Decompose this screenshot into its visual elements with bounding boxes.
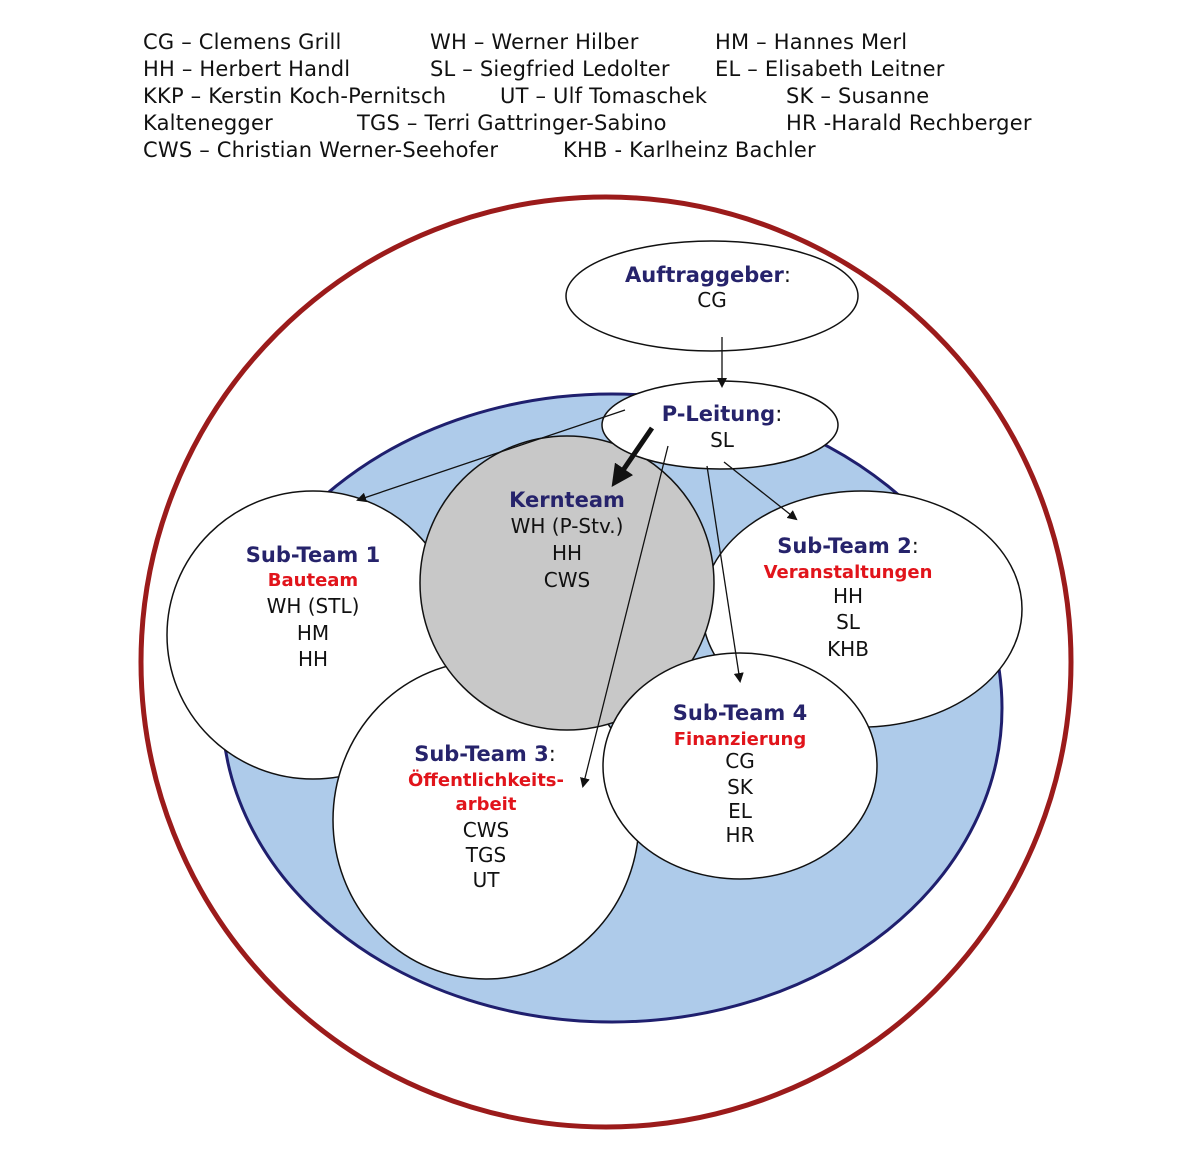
legend-cws: CWS – Christian Werner-Seehofer: [143, 138, 499, 162]
pleitung-title-line: P-Leitung:: [662, 402, 783, 426]
subteam2-subtitle: Veranstaltungen: [764, 562, 933, 583]
subteam1-member: WH (STL): [267, 594, 360, 618]
legend-sk: SK – Susanne: [786, 84, 930, 108]
legend-khb: KHB - Karlheinz Bachler: [563, 138, 816, 162]
subteam1-member: HH: [298, 647, 328, 671]
arrow-pleitung-to-subteam2: [723, 461, 798, 521]
subteam2-member: HH: [833, 584, 863, 608]
subteam4-member: SK: [727, 775, 754, 799]
kernteam-circle: [419, 435, 715, 731]
subteam3-member: TGS: [465, 843, 506, 867]
subteam4-member: CG: [725, 749, 754, 773]
legend: CG – Clemens Grill WH – Werner Hilber HM…: [0, 0, 1200, 170]
subteam2-member: KHB: [827, 637, 869, 661]
subteam2-title-line: Sub-Team 2:: [777, 534, 919, 558]
auftraggeber-title-line: Auftraggeber:: [625, 263, 791, 287]
legend-el: EL – Elisabeth Leitner: [715, 57, 945, 81]
legend-wh: WH – Werner Hilber: [430, 30, 639, 54]
legend-ut: UT – Ulf Tomaschek: [500, 84, 708, 108]
legend-sl: SL – Siegfried Ledolter: [430, 57, 670, 81]
kernteam-member: WH (P-Stv.): [511, 514, 624, 538]
arrow-pleitung-to-subteam4: [706, 465, 744, 683]
subteam3-member: UT: [473, 868, 501, 892]
arrow-pleitung-to-subteam1: [356, 409, 626, 503]
legend-cg: CG – Clemens Grill: [143, 30, 342, 54]
subteam4-title: Sub-Team 4: [673, 701, 808, 725]
kernteam-title: Kernteam: [509, 488, 625, 512]
subteam2-member: SL: [836, 610, 861, 634]
arrow-pleitung-to-subteam3: [580, 445, 669, 788]
legend-hr: HR -Harald Rechberger: [786, 111, 1032, 135]
pleitung-member: SL: [710, 428, 735, 452]
legend-tgs: TGS – Terri Gattringer-Sabino: [357, 111, 667, 135]
subteam1-subtitle: Bauteam: [268, 570, 358, 591]
subteam1-title: Sub-Team 1: [246, 543, 381, 567]
arrow-pleitung-to-kernteam: [611, 426, 655, 487]
kernteam-member: CWS: [544, 568, 590, 592]
legend-hh: HH – Herbert Handl: [143, 57, 351, 81]
subteam3-title-line: Sub-Team 3:: [414, 742, 556, 766]
subteam4-subtitle: Finanzierung: [674, 729, 807, 750]
auftraggeber-member: CG: [697, 288, 726, 312]
subteam1-member: HM: [297, 621, 329, 645]
subteam3-member: CWS: [463, 818, 509, 842]
auftraggeber-ellipse: [565, 240, 859, 352]
legend-kkp: KKP – Kerstin Koch-Pernitsch: [143, 84, 447, 108]
subteam3-subtitle-line1: Öffentlichkeits-: [408, 769, 564, 791]
legend-sk-continued: Kaltenegger: [143, 111, 273, 135]
kernteam-member: HH: [552, 541, 582, 565]
legend-hm: HM – Hannes Merl: [715, 30, 908, 54]
subteam4-member: HR: [726, 823, 755, 847]
subteam4-member: EL: [728, 799, 753, 823]
subteam3-subtitle-line2: arbeit: [456, 794, 517, 815]
subteam4-circle: [602, 652, 878, 880]
